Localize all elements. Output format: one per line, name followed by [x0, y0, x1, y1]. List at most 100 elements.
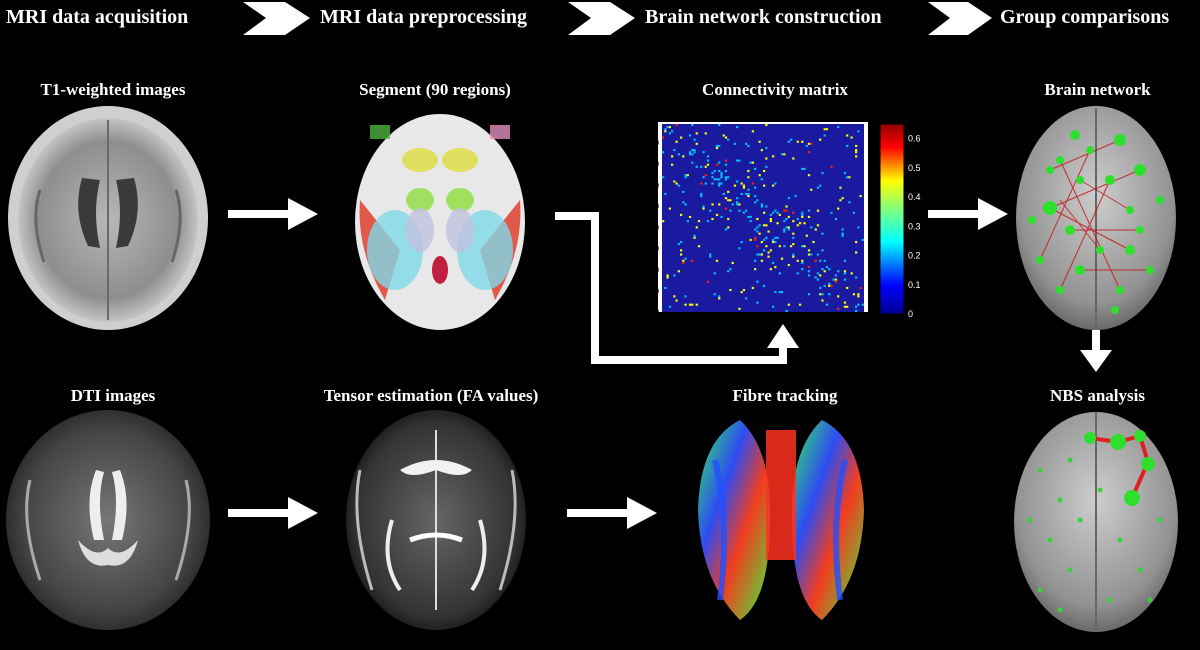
matrix-cell [774, 236, 777, 239]
matrix-cell [837, 295, 840, 298]
matrix-cell [771, 305, 775, 308]
label-t1-weighted: T1-weighted images [40, 80, 186, 99]
matrix-cell [749, 238, 752, 241]
matrix-y-tick-label: 20 [649, 159, 659, 169]
matrix-cell [823, 128, 826, 131]
chevron-icons [243, 2, 992, 35]
matrix-cell [736, 197, 739, 200]
matrix-cell [801, 140, 804, 143]
matrix-cell [754, 186, 757, 189]
matrix-cell [816, 253, 820, 256]
matrix-cell [801, 259, 804, 262]
arrow-right-icon-dti [228, 497, 318, 529]
matrix-cell [763, 249, 766, 252]
matrix-cell [778, 213, 781, 216]
matrix-cell [767, 251, 770, 254]
matrix-cell [763, 184, 766, 187]
matrix-cell [825, 128, 829, 131]
matrix-cell [688, 134, 692, 137]
matrix-cell [819, 259, 822, 262]
matrix-cell [807, 249, 811, 252]
arrow-down-icon-network [1080, 330, 1112, 372]
matrix-cell [798, 222, 802, 225]
matrix-cell [839, 186, 842, 189]
matrix-cell [825, 303, 829, 306]
matrix-cell [767, 255, 770, 258]
matrix-cell [693, 151, 696, 154]
matrix-cell [727, 190, 730, 193]
matrix-cell [731, 261, 734, 264]
matrix-cell [801, 261, 804, 264]
matrix-cell [702, 205, 705, 208]
matrix-cell [846, 144, 849, 147]
matrix-cell [830, 211, 833, 214]
matrix-cell [745, 209, 748, 212]
matrix-cell [738, 159, 741, 162]
matrix-cell [713, 169, 716, 173]
nbs-glass-brain [1014, 412, 1178, 632]
matrix-cell [666, 126, 669, 129]
matrix-cell [812, 240, 815, 244]
matrix-cell [677, 243, 680, 246]
matrix-cell [754, 228, 757, 231]
chevron-icon-3 [928, 2, 992, 35]
matrix-cell [850, 136, 853, 139]
matrix-cell [774, 266, 777, 269]
matrix-cell [771, 261, 775, 264]
matrix-cell [855, 151, 858, 154]
matrix-cell [841, 197, 844, 200]
matrix-cell [789, 138, 793, 141]
matrix-cell [794, 195, 797, 198]
matrix-cell [852, 293, 856, 296]
matrix-cell [740, 291, 743, 294]
matrix-cell [662, 176, 665, 179]
matrix-cell [720, 182, 723, 185]
matrix-cell [747, 144, 750, 147]
matrix-cell [828, 282, 831, 285]
matrix-y-tick-label: 70 [649, 265, 659, 275]
matrix-cell [801, 215, 804, 218]
matrix-cell [747, 192, 750, 196]
matrix-cell [740, 240, 743, 244]
matrix-plot-area [662, 124, 864, 312]
matrix-cell [801, 268, 804, 271]
matrix-cell [724, 136, 728, 139]
matrix-cell [718, 295, 721, 298]
matrix-cell [747, 195, 750, 198]
matrix-cell [720, 172, 723, 175]
matrix-cell [756, 301, 759, 304]
matrix-cell [740, 182, 743, 185]
matrix-cell [823, 284, 826, 287]
matrix-cell [704, 132, 707, 135]
matrix-cell [682, 259, 685, 262]
matrix-cell [819, 293, 822, 296]
chevron-icon-2 [568, 2, 635, 35]
matrix-cell [760, 203, 763, 206]
nbs-small-nodes [1027, 457, 1163, 613]
matrix-cell [709, 255, 712, 258]
matrix-cell [751, 182, 755, 185]
matrix-cell [792, 232, 795, 235]
matrix-cell [857, 130, 860, 133]
matrix-cell [787, 303, 790, 306]
matrix-cell [662, 136, 665, 139]
segmented-brain-image [355, 114, 525, 330]
matrix-cell [729, 289, 732, 292]
matrix-cell [679, 213, 683, 216]
matrix-cell [664, 130, 667, 133]
matrix-cell [758, 140, 761, 143]
matrix-cell [765, 124, 768, 127]
matrix-cell [780, 257, 784, 260]
matrix-cell [807, 270, 811, 273]
matrix-cell [792, 253, 795, 256]
matrix-cell [816, 209, 820, 212]
matrix-cell [704, 182, 707, 185]
matrix-cell [700, 195, 703, 198]
matrix-cell [807, 274, 811, 277]
matrix-cell [711, 172, 714, 175]
matrix-cell [727, 199, 730, 202]
matrix-cell [662, 151, 665, 154]
matrix-cell [765, 224, 768, 227]
matrix-cell [760, 259, 763, 262]
